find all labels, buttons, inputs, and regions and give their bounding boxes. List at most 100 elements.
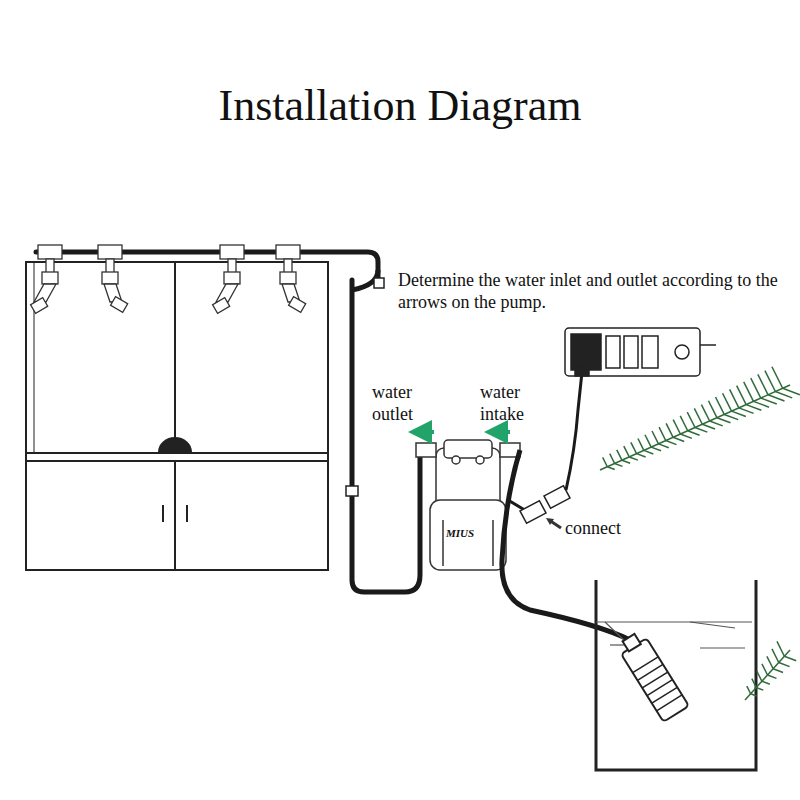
nozzle-part	[102, 272, 118, 284]
stroke	[700, 647, 745, 648]
nozzle-part	[106, 259, 114, 273]
water-surface	[596, 622, 752, 665]
stroke	[732, 411, 746, 416]
submersible-pump	[616, 630, 689, 722]
stroke	[772, 367, 783, 388]
nozzle-part	[42, 272, 58, 284]
stroke	[765, 371, 775, 392]
stroke	[666, 441, 677, 445]
fern-decoration	[600, 367, 800, 700]
stroke	[745, 650, 790, 700]
nozzle-part	[46, 259, 54, 273]
instruction-note: Determine the water inlet and outlet acc…	[398, 270, 778, 313]
nozzle-part	[276, 245, 300, 259]
stroke	[658, 444, 668, 448]
stroke	[624, 446, 629, 457]
stroke	[773, 669, 783, 673]
stroke	[702, 424, 715, 429]
intake-arrow	[496, 430, 510, 434]
stroke	[744, 382, 754, 401]
stroke	[596, 621, 752, 622]
nozzle-part	[38, 245, 62, 259]
connect-label: connect	[565, 518, 655, 540]
stroke	[680, 434, 692, 438]
stroke	[762, 664, 768, 675]
stroke	[757, 671, 762, 681]
stroke	[651, 447, 661, 451]
stroke	[751, 694, 757, 696]
nozzle-part	[284, 259, 292, 273]
stroke	[708, 401, 716, 418]
stroke	[739, 408, 754, 414]
stroke	[666, 423, 673, 437]
stroke	[768, 675, 777, 678]
stroke	[762, 681, 770, 684]
nozzle-part	[289, 297, 306, 313]
stroke	[657, 695, 682, 711]
cabinet	[26, 262, 328, 570]
stroke	[723, 393, 732, 411]
stroke	[756, 688, 763, 691]
nozzle-part	[98, 245, 122, 259]
stroke	[652, 431, 658, 444]
stroke	[607, 467, 614, 470]
stroke	[673, 437, 684, 441]
stroke	[730, 389, 739, 407]
stroke	[600, 385, 790, 470]
stroke	[622, 460, 630, 463]
water-tank	[596, 580, 756, 770]
drain	[158, 437, 192, 452]
nozzle-part	[220, 245, 244, 259]
diagram-title: Installation Diagram	[0, 80, 800, 133]
nozzle-part	[34, 284, 56, 302]
stroke	[629, 457, 638, 460]
nozzle-part	[31, 298, 48, 314]
nozzle-part	[280, 272, 296, 284]
stroke	[690, 622, 735, 628]
stroke	[673, 420, 680, 434]
stroke	[761, 398, 777, 404]
stroke	[775, 392, 792, 398]
stroke	[753, 401, 769, 407]
stroke	[779, 663, 790, 667]
power-strip	[565, 328, 716, 376]
stroke	[615, 463, 623, 466]
stroke	[638, 439, 644, 451]
connect-arrowhead	[546, 518, 554, 525]
stroke	[783, 388, 800, 394]
stroke	[751, 378, 761, 398]
stroke	[695, 428, 707, 433]
stroke	[758, 374, 768, 394]
pump-brand: MIUS	[446, 527, 474, 540]
stroke	[716, 397, 725, 414]
stroke	[631, 442, 637, 453]
outlet-arrow	[420, 430, 434, 434]
stroke	[747, 686, 751, 694]
hose-clip	[374, 278, 384, 288]
stroke	[610, 454, 615, 464]
outlet-hose	[36, 252, 420, 592]
stroke	[724, 414, 738, 419]
stroke	[694, 408, 702, 424]
stroke	[701, 405, 709, 421]
stroke	[688, 431, 700, 435]
nozzle-part	[216, 284, 238, 302]
nozzle-part	[224, 272, 240, 284]
stroke	[752, 679, 756, 688]
stroke	[603, 457, 608, 466]
outlet-label: water outlet	[372, 382, 442, 425]
stroke	[645, 435, 651, 447]
stroke	[772, 649, 779, 663]
stroke	[768, 395, 784, 401]
stroke	[784, 656, 796, 660]
stroke	[680, 416, 687, 431]
nozzle-part	[213, 298, 230, 314]
intake-hose	[502, 450, 630, 640]
stroke	[737, 386, 746, 405]
stroke	[777, 641, 784, 656]
adapter-cable	[566, 372, 582, 490]
nozzle-part	[228, 259, 236, 273]
stroke	[659, 427, 666, 440]
stroke	[644, 450, 653, 454]
